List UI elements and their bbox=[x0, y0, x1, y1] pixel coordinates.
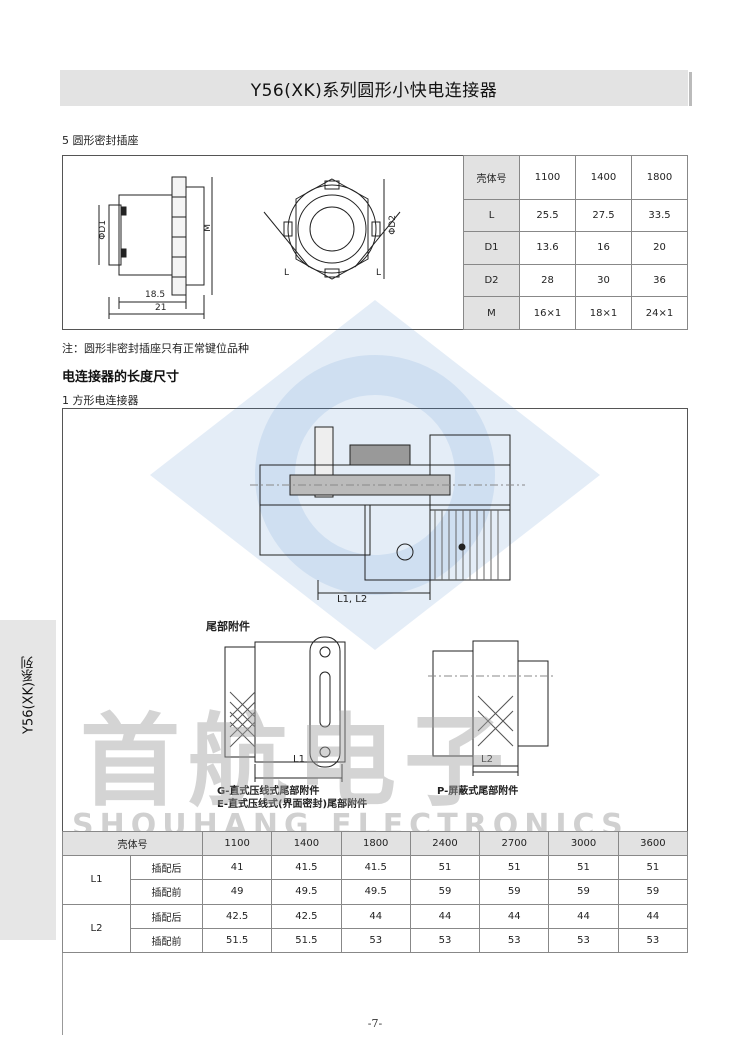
table2-header-cell: 2400 bbox=[409, 830, 481, 857]
dim-21: 21 bbox=[155, 303, 167, 313]
side-tab-label: Y56(XK)系列 bbox=[21, 655, 37, 735]
section5-frame bbox=[62, 155, 688, 330]
table2-cell: 51 bbox=[479, 855, 550, 881]
length-heading: 电连接器的长度尺寸 bbox=[62, 370, 180, 385]
table1-header-cell: 1400 bbox=[575, 155, 632, 200]
table2-cell: 42.5 bbox=[201, 903, 273, 929]
table2-cell: 44 bbox=[340, 903, 411, 929]
table2-cell: 51 bbox=[409, 855, 481, 881]
table2-cell: 49.5 bbox=[340, 879, 411, 905]
table2-cell: 44 bbox=[409, 903, 481, 929]
table1-row-label: D1 bbox=[463, 231, 520, 265]
dim-l1: L1 bbox=[293, 754, 305, 765]
table2-cell: 59 bbox=[409, 879, 481, 905]
receptacle-dimension-table: 壳体号 1100 1400 1800 L 25.5 27.5 33.5 D1 1… bbox=[463, 155, 688, 330]
note-text: 注：圆形非密封插座只有正常键位品种 bbox=[62, 342, 249, 355]
table1-header-cell: 1100 bbox=[519, 155, 576, 200]
table2-group-label: L2 bbox=[62, 903, 131, 954]
section1-frame bbox=[62, 408, 688, 953]
table2-cell: 51 bbox=[617, 855, 689, 881]
table2-cell: 49.5 bbox=[271, 879, 342, 905]
table2-header-cell: 3000 bbox=[548, 830, 619, 857]
table1-cell: 33.5 bbox=[631, 198, 688, 233]
table2-cell: 53 bbox=[409, 927, 481, 954]
page-title: Y56(XK)系列圆形小快电连接器 bbox=[60, 70, 692, 106]
table2-cell: 41.5 bbox=[271, 855, 342, 881]
table1-header-cell: 壳体号 bbox=[463, 155, 520, 200]
table2-cell: 41 bbox=[201, 855, 273, 881]
dim-18-5: 18.5 bbox=[145, 290, 166, 300]
section1-label: 1 方形电连接器 bbox=[62, 394, 139, 407]
table2-cell: 53 bbox=[617, 927, 689, 954]
watermark-cn: 首航电子 bbox=[80, 703, 512, 820]
table2-cell: 44 bbox=[617, 903, 689, 929]
table1-cell: 27.5 bbox=[575, 198, 632, 233]
table2-cell: 44 bbox=[548, 903, 619, 929]
table2-cell: 53 bbox=[479, 927, 550, 954]
table1-header-cell: 1800 bbox=[631, 155, 688, 200]
table1-cell: 13.6 bbox=[519, 231, 576, 265]
caption-p: P-屏蔽式尾部附件 bbox=[437, 786, 519, 797]
dim-l1-l2: L1, L2 bbox=[337, 594, 368, 605]
table1-row-label: L bbox=[463, 198, 520, 233]
table2-cell: 59 bbox=[479, 879, 550, 905]
table2-cell: 53 bbox=[548, 927, 619, 954]
table1-row-label: D2 bbox=[463, 263, 520, 298]
table1-cell: 25.5 bbox=[519, 198, 576, 233]
connector-assembly-drawing bbox=[250, 426, 525, 600]
table2-header-cell: 1400 bbox=[271, 830, 342, 857]
table2-cell: 59 bbox=[617, 879, 689, 905]
table2-cell: 59 bbox=[548, 879, 619, 905]
table1-cell: 20 bbox=[631, 231, 688, 265]
dim-d1: ΦD1 bbox=[98, 220, 108, 240]
length-dimension-table: 壳体号 1100 1400 1800 2400 2700 3000 3600 L… bbox=[62, 830, 689, 954]
dim-l-left: L bbox=[284, 268, 290, 278]
tail-accessory-title: 尾部附件 bbox=[206, 620, 250, 633]
table2-cell: 51.5 bbox=[201, 927, 273, 954]
table2-cell: 51 bbox=[548, 855, 619, 881]
table1-cell: 16 bbox=[575, 231, 632, 265]
page-number: -7- bbox=[367, 1017, 383, 1030]
table2-row-label: 插配前 bbox=[130, 879, 203, 905]
table2-group-label: L1 bbox=[62, 855, 131, 905]
table2-header-cell: 1100 bbox=[201, 830, 273, 857]
table2-cell: 42.5 bbox=[271, 903, 342, 929]
table2-row-label: 插配后 bbox=[130, 903, 203, 929]
table2-row-label: 插配后 bbox=[130, 855, 203, 881]
table1-cell: 24×1 bbox=[631, 296, 688, 330]
table1-cell: 30 bbox=[575, 263, 632, 298]
table2-header-cell: 3600 bbox=[617, 830, 689, 857]
table1-cell: 36 bbox=[631, 263, 688, 298]
table2-cell: 49 bbox=[201, 879, 273, 905]
table1-row-label: M bbox=[463, 296, 520, 330]
table2-header-cell: 1800 bbox=[340, 830, 411, 857]
dim-l2: L2 bbox=[481, 754, 493, 765]
table2-cell: 53 bbox=[340, 927, 411, 954]
tail-accessory-g-drawing bbox=[224, 636, 346, 782]
table1-cell: 28 bbox=[519, 263, 576, 298]
table2-cell: 41.5 bbox=[340, 855, 411, 881]
table2-header-cell: 壳体号 bbox=[62, 830, 203, 857]
caption-e: E-直式压线式(界面密封)尾部附件 bbox=[217, 799, 368, 810]
table2-header-cell: 2700 bbox=[479, 830, 550, 857]
table2-row-label: 插配前 bbox=[130, 927, 203, 954]
table1-cell: 18×1 bbox=[575, 296, 632, 330]
caption-g: G-直式压线式尾部附件 bbox=[217, 786, 320, 797]
table2-cell: 51.5 bbox=[271, 927, 342, 954]
dim-d2: ΦD2 bbox=[388, 215, 398, 235]
left-rule bbox=[62, 940, 63, 1035]
dim-l-right: L bbox=[376, 268, 382, 278]
table1-cell: 16×1 bbox=[519, 296, 576, 330]
receptacle-drawing bbox=[98, 176, 401, 319]
section5-label: 5 圆形密封插座 bbox=[62, 134, 139, 147]
table2-cell: 44 bbox=[479, 903, 550, 929]
dim-m: M bbox=[203, 224, 213, 232]
side-tab: Y56(XK)系列 bbox=[0, 620, 56, 940]
tail-accessory-p-drawing bbox=[428, 640, 553, 776]
